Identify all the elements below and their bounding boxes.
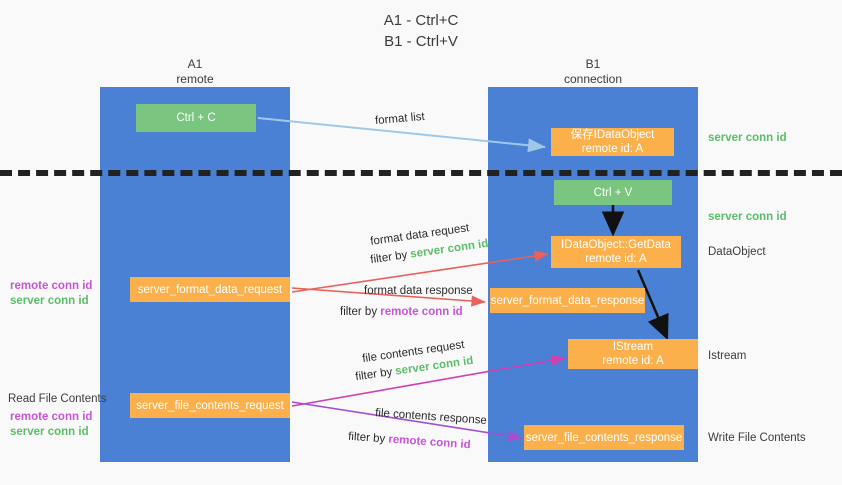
edge-label-format-list: format list [374,110,426,128]
label-dataobject: DataObject [708,246,766,258]
edge-label-format-data-response-filter: filter by remote conn id [340,305,463,320]
filter-value-2: remote conn id [380,306,463,318]
column-header-b1: B1 connection [563,57,623,86]
label-server-conn-id-format: server conn id [10,295,89,307]
box-idataobject-getdata[interactable]: IDataObject::GetData remote id: A [551,236,681,268]
label-remote-conn-id-format: remote conn id [10,280,93,292]
label-server-conn-id-file: server conn id [10,426,89,438]
edge-label-file-contents-response: file contents response [374,407,488,427]
box-ctrl-v[interactable]: Ctrl + V [554,180,672,205]
filter-prefix-2: filter by [340,306,381,318]
filter-prefix-1: filter by [369,248,412,267]
label-remote-conn-id-file: remote conn id [10,411,93,423]
box-istream[interactable]: IStream remote id: A [568,339,698,369]
label-write-file-contents: Write File Contents [708,432,806,444]
column-header-a1: A1 remote [176,57,214,86]
filter-value-4: remote conn id [387,433,472,452]
label-istream: Istream [708,350,747,362]
box-server-file-contents-response[interactable]: server_file_contents_response [524,425,684,450]
box-server-format-data-request[interactable]: server_format_data_request [130,277,290,302]
page-title: A1 - Ctrl+C B1 - Ctrl+V [383,12,459,50]
box-server-format-data-response[interactable]: server_format_data_response [490,288,645,313]
box-server-file-contents-request[interactable]: server_file_contents_request [130,393,290,418]
label-read-file-contents: Read File Contents [8,393,107,405]
edge-label-file-contents-response-filter: filter by remote conn id [348,430,471,454]
label-server-conn-id-second: server conn id [708,211,787,223]
label-server-conn-id-top: server conn id [708,132,787,144]
divider-dashed-line [0,170,842,176]
filter-prefix-4: filter by [347,430,389,446]
box-ctrl-c[interactable]: Ctrl + C [136,104,256,132]
filter-prefix-3: filter by [354,365,397,384]
box-idataobject[interactable]: 保存IDataObject remote id: A [551,128,674,156]
edge-label-format-data-response: format data response [364,285,473,297]
